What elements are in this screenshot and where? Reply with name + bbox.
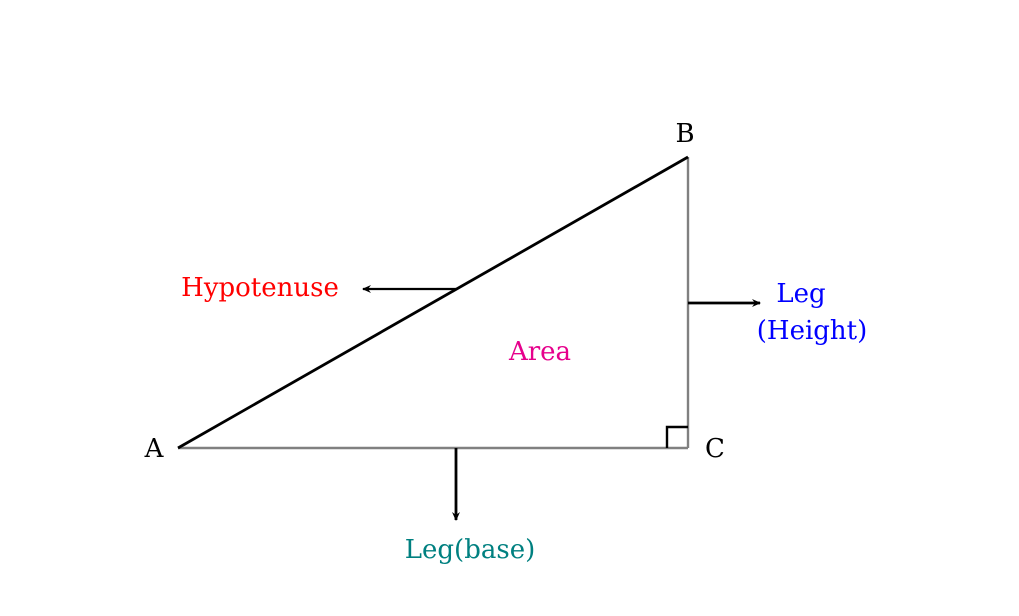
leg-base-label: Leg(base)	[405, 535, 535, 565]
vertex-a-label: A	[144, 434, 165, 464]
vertex-c-label: C	[705, 434, 725, 464]
leg-height-label-line2: (Height)	[757, 316, 868, 346]
hypotenuse-label: Hypotenuse	[181, 273, 339, 303]
vertex-b-label: B	[675, 119, 694, 149]
right-angle-marker	[665, 425, 688, 448]
area-label: Area	[508, 337, 571, 367]
leg-height-label-line1: Leg	[776, 279, 825, 309]
hypotenuse-side	[177, 155, 689, 450]
